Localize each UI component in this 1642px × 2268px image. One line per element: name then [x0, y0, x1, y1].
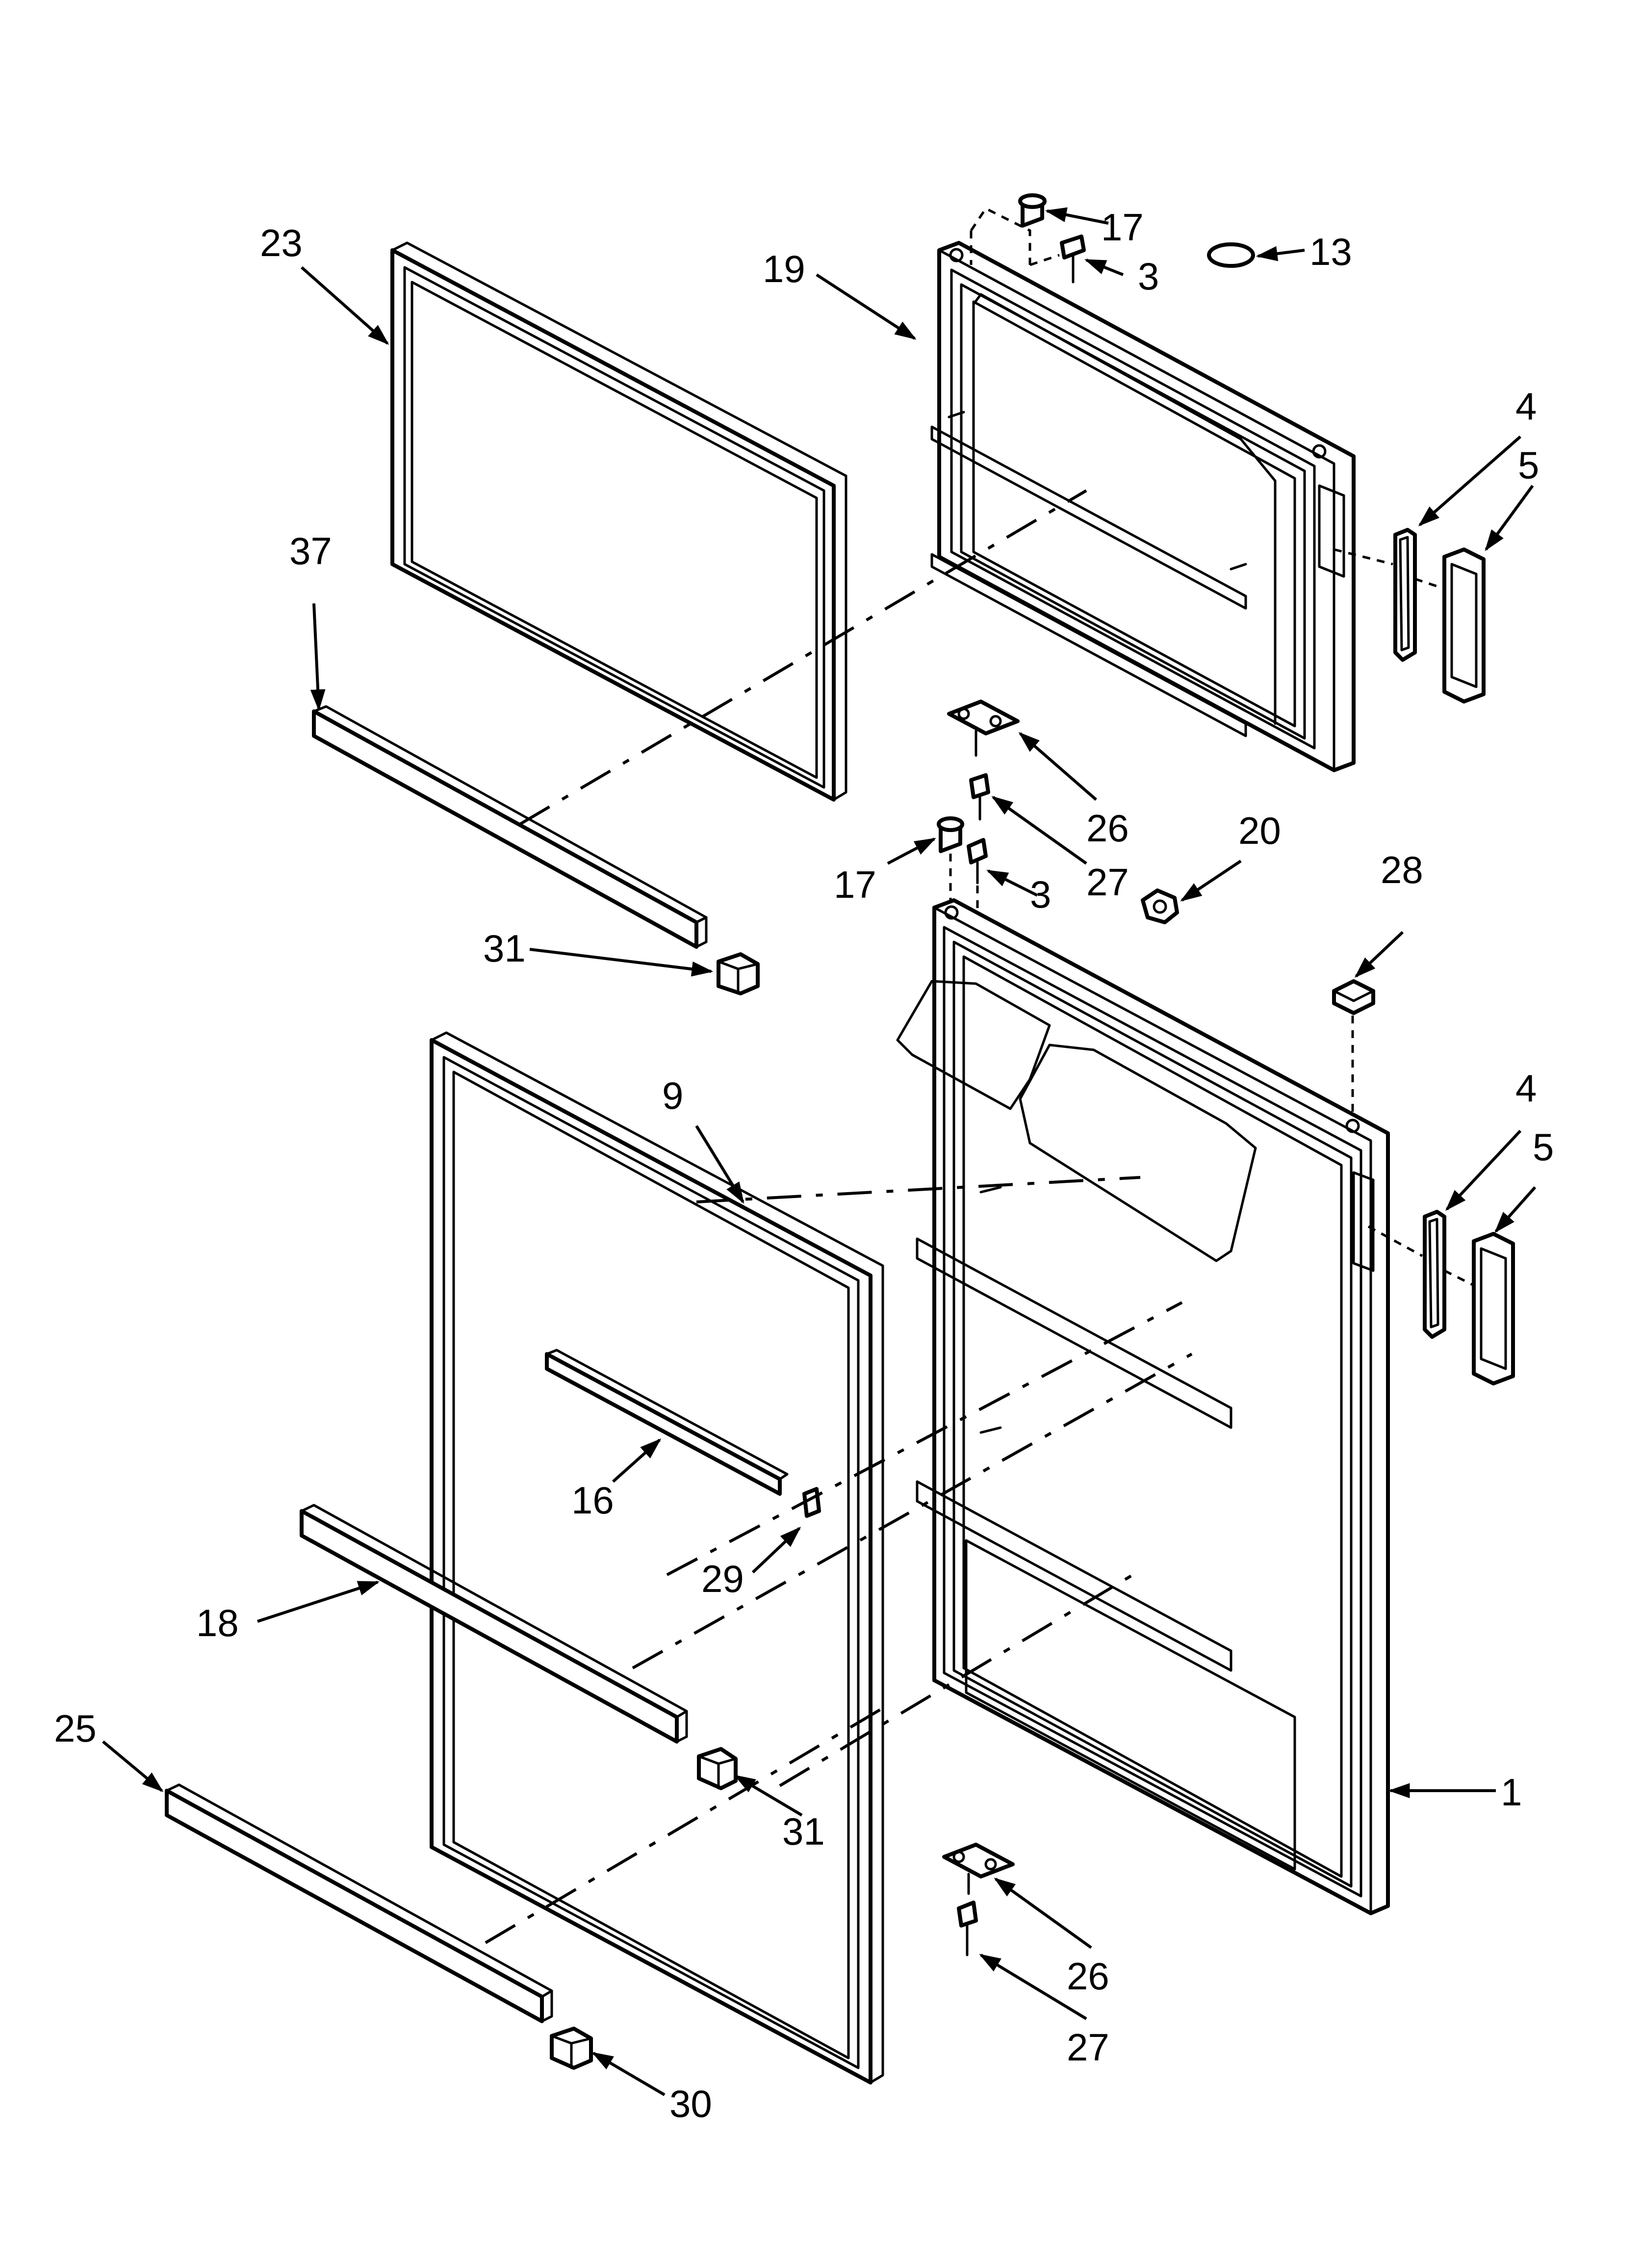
refrigerator-door-gasket	[430, 1031, 884, 2085]
refrigerator-handle-insert	[1423, 1210, 1446, 1339]
callout-27-top: 27	[1086, 860, 1129, 904]
assembly-line	[519, 489, 1087, 826]
callout-3-top: 3	[1138, 255, 1159, 298]
door-trim-strip-18	[300, 1504, 688, 1744]
callout-27-bottom: 27	[1067, 2026, 1109, 2069]
door-trim-strip-25	[165, 1783, 553, 2023]
shelf-retainer-strip	[545, 1349, 789, 1496]
freezer-door	[930, 241, 1356, 772]
callout-37: 37	[289, 529, 332, 573]
trim-end-cap-upper	[717, 952, 760, 995]
callout-1: 1	[1501, 1771, 1522, 1814]
refrigerator-handle-cover	[1472, 1232, 1515, 1385]
callout-5-top: 5	[1518, 443, 1539, 487]
freezer-handle-cover	[1442, 547, 1486, 704]
hole-plug-28	[1332, 979, 1375, 1015]
callout-26-top: 26	[1086, 807, 1129, 850]
callout-13: 13	[1309, 230, 1352, 273]
freezer-handle-insert	[1393, 528, 1417, 662]
callout-30: 30	[669, 2082, 712, 2125]
callout-17-top: 17	[1101, 206, 1144, 249]
callout-9: 9	[662, 1074, 683, 1117]
freezer-door-gasket	[390, 241, 847, 802]
trim-end-cap-lower	[697, 1747, 738, 1790]
callout-4-top: 4	[1515, 385, 1537, 428]
hinge-screw-upper	[1060, 235, 1086, 284]
callout-31-top: 31	[483, 927, 526, 970]
callout-16: 16	[571, 1479, 614, 1522]
callout-31-bottom: 31	[782, 1810, 825, 1853]
bottom-hinge	[942, 1843, 1015, 1895]
refrigerator-door	[896, 898, 1390, 1915]
hinge-pin-lower	[937, 816, 964, 853]
callout-25: 25	[54, 1707, 97, 1750]
hinge-screw-lower	[967, 838, 988, 885]
center-hinge	[947, 700, 1020, 757]
door-stop-20	[1141, 888, 1179, 924]
leader-lines	[102, 207, 1537, 2096]
assembly-line	[666, 1301, 1183, 1576]
callout-4-mid: 4	[1515, 1067, 1537, 1110]
hinge-pin-upper	[1018, 193, 1047, 228]
callout-20: 20	[1238, 809, 1281, 852]
callout-18: 18	[196, 1601, 239, 1644]
callout-5-mid: 5	[1533, 1125, 1554, 1169]
callout-3-mid: 3	[1030, 873, 1051, 916]
freezer-door-trim-strip	[312, 705, 708, 949]
assembly-line	[485, 1701, 894, 1944]
callout-17-mid: 17	[834, 863, 876, 906]
callout-26-bottom: 26	[1067, 1955, 1109, 1998]
center-hinge-screw	[969, 773, 990, 821]
assembly-line	[696, 1176, 1141, 1203]
callout-28: 28	[1381, 848, 1423, 891]
bottom-hinge-screw	[957, 1901, 978, 1956]
callout-23: 23	[260, 221, 303, 264]
callout-19: 19	[763, 247, 805, 290]
trim-end-cap-30	[550, 2027, 593, 2070]
hole-plug-13	[1207, 242, 1255, 268]
callout-29: 29	[701, 1557, 744, 1600]
